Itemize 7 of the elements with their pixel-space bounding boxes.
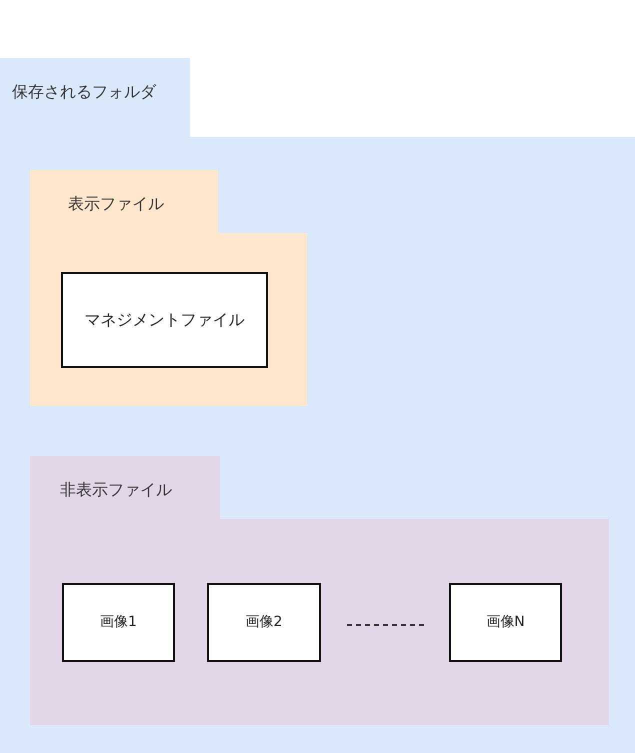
folder-label: 非表示ファイル xyxy=(60,480,172,500)
folder-label: 保存されるフォルダ xyxy=(12,82,156,102)
file-box: 画像N xyxy=(449,583,562,662)
file-box: マネジメントファイル xyxy=(61,272,268,368)
folder-label: 表示ファイル xyxy=(68,194,164,214)
file-box: 画像2 xyxy=(207,583,321,662)
file-box: 画像1 xyxy=(62,583,175,662)
